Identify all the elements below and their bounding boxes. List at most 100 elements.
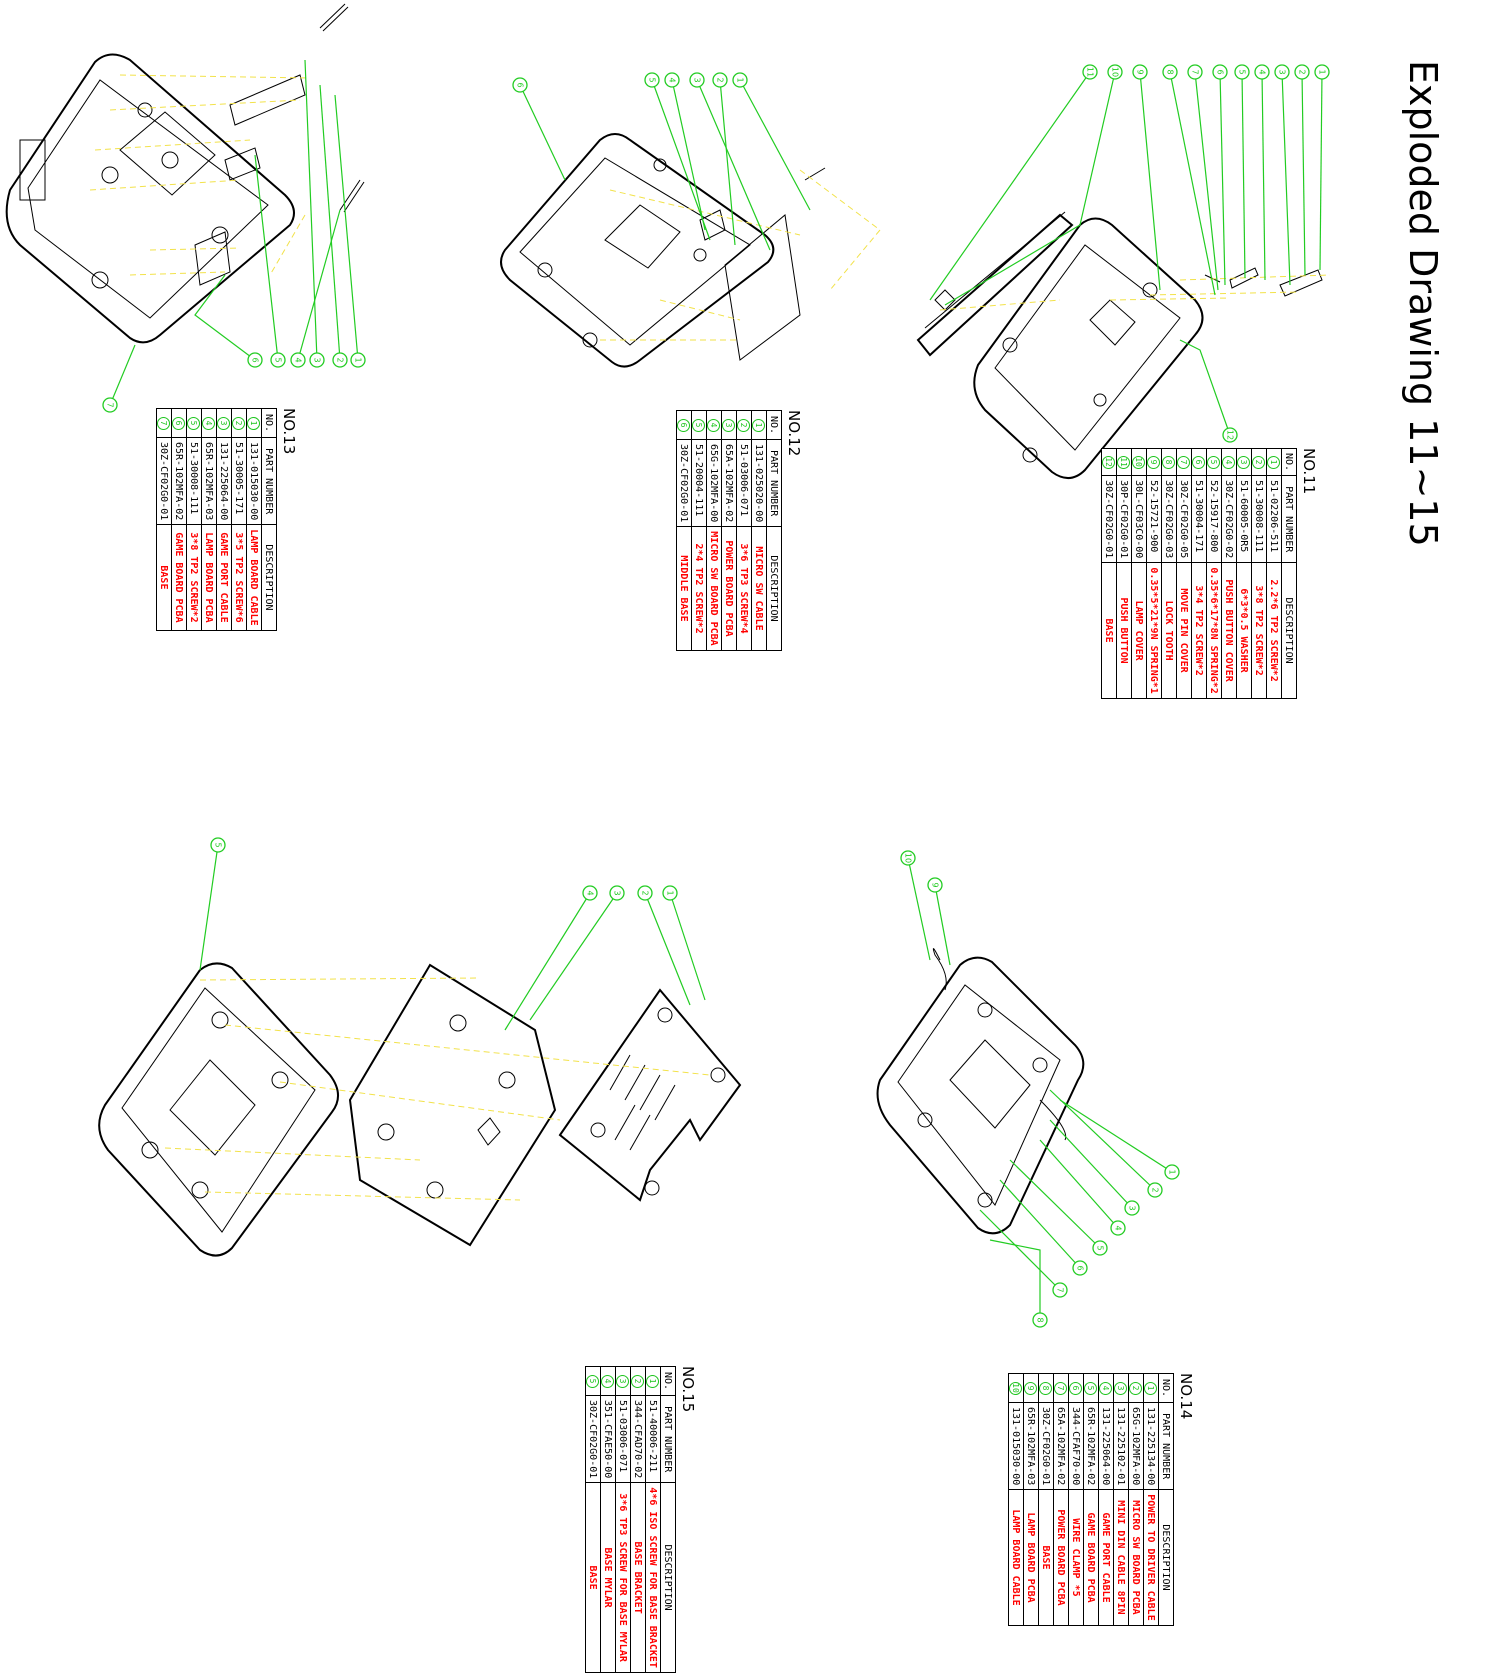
bom-item-no: 6 (1191, 448, 1207, 476)
bom-part-number: 351-CFAE50-00 (600, 1395, 616, 1483)
balloon-circle (1032, 1312, 1048, 1328)
bom-description: PUSH BUTTON (1116, 562, 1132, 699)
bom-table-label: NO.12 (785, 410, 803, 457)
balloon-circle (1072, 1260, 1088, 1276)
item-number-balloon: 4 (601, 1374, 615, 1388)
balloon-circle (102, 397, 118, 413)
balloon-circle (689, 72, 705, 88)
bom-part-number: 344-CFAD70-02 (630, 1395, 646, 1483)
bom-item-no: 2 (1251, 448, 1267, 476)
item-number-balloon: 12 (1102, 455, 1116, 469)
item-number-balloon: 6 (1192, 455, 1206, 469)
header-part-number: PART NUMBER (1281, 475, 1297, 563)
callout-balloon: 8 (1032, 1312, 1048, 1328)
header-description: DESCRIPTION (261, 524, 277, 631)
balloon-number: 1 (1318, 69, 1327, 74)
balloon-circle (309, 352, 325, 368)
bom-description: POWER TO DRIVER CABLE (1143, 1489, 1159, 1626)
callout-balloon: 3 (609, 885, 625, 901)
balloon-number: 3 (613, 890, 622, 895)
balloon-circle (644, 72, 660, 88)
bom-part-number: 52-15721-900 (1146, 475, 1162, 563)
bom-part-number: 51-30005-171 (231, 437, 247, 525)
item-number-balloon: 3 (722, 418, 736, 432)
callout-balloon: 5 (210, 837, 226, 853)
bom-description: GAME BOARD PCBA (171, 524, 187, 631)
bom-description: PUSH BUTTON COVER (1221, 562, 1237, 699)
bom-item-no: 5 (186, 408, 202, 438)
bom-item-no: 5 (1206, 448, 1222, 476)
item-number-balloon: 1 (1144, 1381, 1158, 1395)
item-number-balloon: 4 (707, 418, 721, 432)
balloon-number: 4 (1258, 69, 1267, 74)
callout-balloon: 10 (900, 850, 916, 866)
balloon-circle (1107, 64, 1123, 80)
item-number-balloon: 2 (631, 1374, 645, 1388)
bom-part-number: 51-03006-071 (736, 439, 752, 527)
bom-part-number: 51-30004-171 (1191, 475, 1207, 563)
header-no: NO. (1158, 1373, 1174, 1403)
bom-description: POWER BOARD PCBA (721, 526, 737, 651)
bom-part-number: 131-025020-00 (751, 439, 767, 527)
callout-balloon: 7 (1052, 1282, 1068, 1298)
balloon-number: 3 (1278, 69, 1287, 74)
balloon-circle (1162, 64, 1178, 80)
item-number-balloon: 3 (616, 1374, 630, 1388)
item-number-balloon: 1 (1267, 455, 1281, 469)
bom-description: LOCK TOOTH (1161, 562, 1177, 699)
bom-part-number: 131-015030-00 (1008, 1402, 1024, 1490)
balloon-number: 1 (666, 890, 675, 895)
balloon-circle (1274, 64, 1290, 80)
item-number-balloon: 6 (172, 416, 186, 430)
bom-part-number: 65R-102MFA-02 (1083, 1402, 1099, 1490)
bom-description: BASE (585, 1482, 601, 1673)
bom-part-number: 65R-102MFA-03 (201, 437, 217, 525)
bom-part-number: 131-015030-00 (246, 437, 262, 525)
bom-description: LAMP BOARD CABLE (246, 524, 262, 631)
bom-part-number: 51-40006-211 (645, 1395, 661, 1483)
balloon-number: 5 (214, 842, 223, 847)
item-number-balloon: 8 (1162, 455, 1176, 469)
balloon-circle (664, 72, 680, 88)
balloon-number: 7 (1191, 69, 1200, 74)
balloon-circle (1222, 427, 1238, 443)
bom-description: GAME PORT CABLE (216, 524, 232, 631)
bom-part-number: 30Z-CF02G0-05 (1176, 475, 1192, 563)
item-number-balloon: 9 (1147, 455, 1161, 469)
balloon-number: 3 (693, 77, 702, 82)
header-no: NO. (1281, 448, 1297, 476)
balloon-number: 4 (668, 77, 677, 82)
bom-table-label: NO.15 (679, 1366, 697, 1413)
bom-description: LAMP BOARD CABLE (1008, 1489, 1024, 1626)
bom-description: LAMP BOARD PCBA (1023, 1489, 1039, 1626)
bom-description: MICRO SW CABLE (751, 526, 767, 651)
bom-description: BASE BRACKET (630, 1482, 646, 1673)
bom-description: 2.2*6 TP2 SCREW*2 (1266, 562, 1282, 699)
bom-item-no: 3 (1236, 448, 1252, 476)
balloon-circle (927, 877, 943, 893)
item-number-balloon: 4 (1099, 1381, 1113, 1395)
callout-balloon: 2 (1294, 64, 1310, 80)
balloon-number: 6 (251, 357, 260, 362)
bom-part-number: 65A-102MFA-02 (721, 439, 737, 527)
balloon-circle (247, 352, 263, 368)
balloon-number: 2 (336, 357, 345, 362)
